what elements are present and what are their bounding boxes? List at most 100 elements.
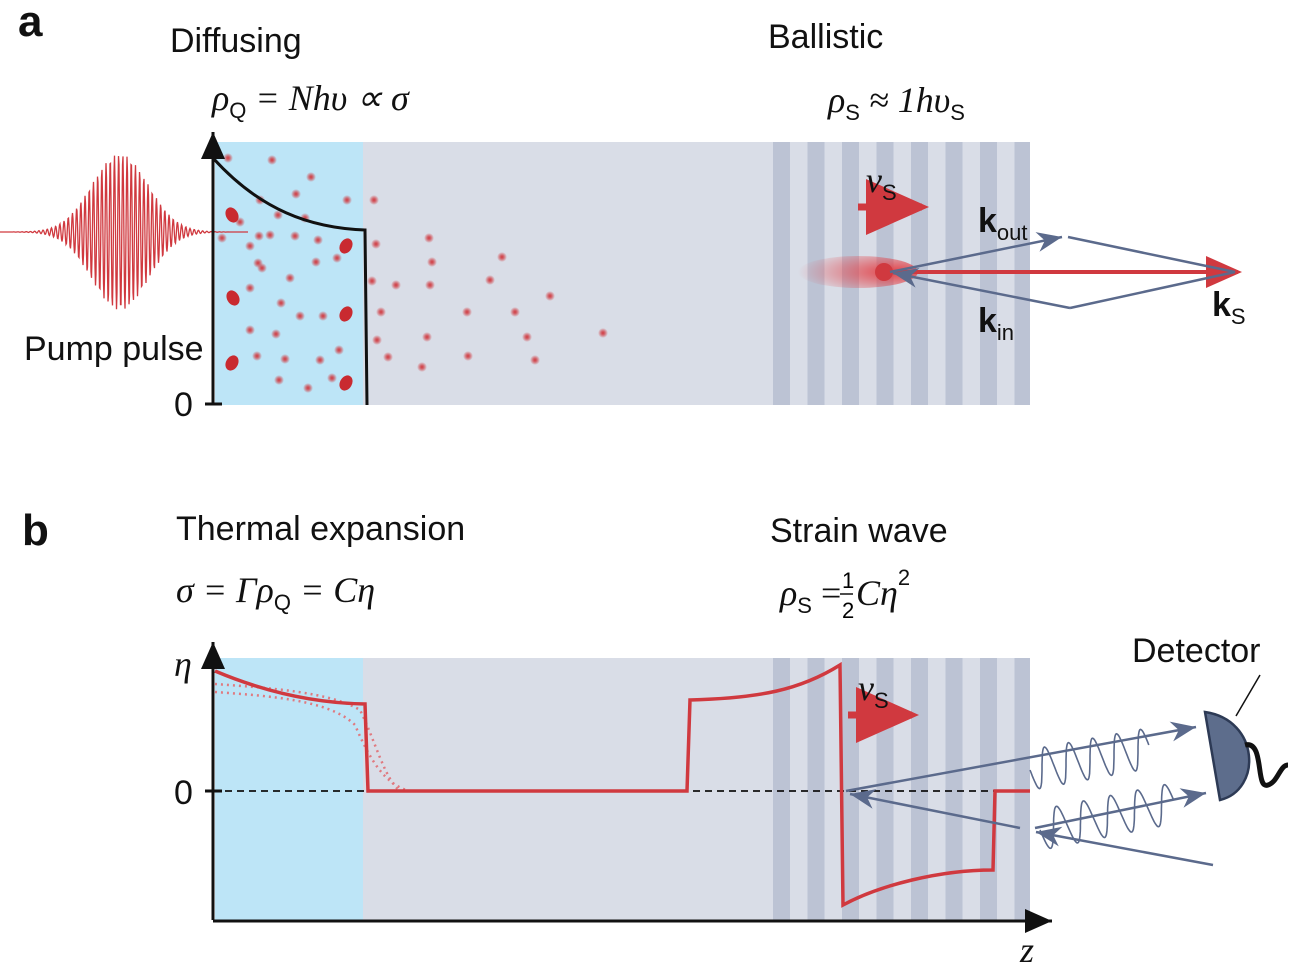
quasiparticle-dot <box>290 231 300 241</box>
zero-label-a: 0 <box>174 386 193 424</box>
quasiparticle-dot <box>280 354 290 364</box>
quasiparticle-dot <box>267 155 277 165</box>
detector-label: Detector <box>1132 632 1261 670</box>
quasiparticle-dot <box>376 307 386 317</box>
quasiparticle-dot <box>485 275 495 285</box>
quasiparticle-dot <box>510 307 520 317</box>
quasiparticle-dot <box>422 332 432 342</box>
diffusing-title: Diffusing <box>170 22 302 60</box>
quasiparticle-dot <box>369 195 379 205</box>
quasiparticle-dot <box>313 235 323 245</box>
quasiparticle-dot <box>332 253 342 263</box>
k-s-side-bottom <box>1069 270 1236 310</box>
pump-pulse-waveform <box>0 155 248 310</box>
wave-packet-head <box>875 263 893 281</box>
thermal-title: Thermal expansion <box>176 510 465 548</box>
k-in-arrow <box>892 268 1071 310</box>
panel-b-label: b <box>22 506 49 555</box>
scattered-wave-2 <box>1039 783 1175 850</box>
quasiparticle-dots <box>217 153 608 393</box>
quasiparticle-dot <box>303 383 313 393</box>
quasiparticle-dot <box>334 345 344 355</box>
quasiparticle-dot <box>497 252 507 262</box>
quasiparticle-dot <box>327 373 337 383</box>
svg-text:2: 2 <box>842 598 854 623</box>
strain-profile <box>214 661 1030 908</box>
quasiparticle-dot <box>285 273 295 283</box>
svg-text:1: 1 <box>842 568 854 593</box>
k-s-label: kS <box>1212 286 1246 329</box>
k-out-label: kout <box>978 202 1028 245</box>
ballistic-title: Ballistic <box>768 18 883 56</box>
quasiparticle-dot <box>254 231 264 241</box>
quasiparticle-dot <box>545 291 555 301</box>
svg-text:ρS =: ρS = <box>779 573 841 618</box>
panel-a: a Diffusing ρQ = Nhυ ∝ σ Ballistic ρS ≈ … <box>0 0 1246 424</box>
stripe <box>773 658 790 920</box>
quasiparticle-dot <box>295 311 305 321</box>
zero-label-b: 0 <box>174 774 193 812</box>
z-label: z <box>1019 930 1034 969</box>
quasiparticle-dot <box>276 298 286 308</box>
stripe <box>1014 658 1030 920</box>
scattered-wave-1 <box>1029 728 1150 790</box>
stripe <box>980 658 997 920</box>
quasiparticle-dot <box>427 257 437 267</box>
quasiparticle-dot <box>391 280 401 290</box>
strain-equation: ρS = 1 2 Cη2 <box>779 565 910 623</box>
quasiparticle-dot <box>367 276 377 286</box>
heated-film-region-b <box>215 658 363 920</box>
quasiparticle-dot <box>372 335 382 345</box>
phonon-particles <box>225 207 353 391</box>
quasiparticle-dot <box>253 258 263 268</box>
stripe <box>773 142 790 405</box>
quasiparticle-dot <box>223 153 233 163</box>
incident-beam-1 <box>849 789 1021 830</box>
quasiparticle-dot <box>217 233 227 243</box>
quasiparticle-dot <box>245 325 255 335</box>
quasiparticle-dot <box>311 257 321 267</box>
ballistic-equation: ρS ≈ 1hυS <box>827 80 965 125</box>
quasiparticle-dot <box>463 351 473 361</box>
quasiparticle-dot <box>252 351 262 361</box>
detector-leader <box>1235 674 1261 717</box>
panel-b: b Thermal expansion σ = ΓρQ = Cη Strain … <box>22 506 1289 969</box>
quasiparticle-dot <box>271 329 281 339</box>
quasiparticle-dot <box>530 355 540 365</box>
quasiparticle-dot <box>522 332 532 342</box>
detector: Detector <box>1132 632 1289 802</box>
detector-icon <box>1203 710 1251 802</box>
probe-beams <box>845 721 1214 867</box>
quasiparticle-dot <box>342 195 352 205</box>
k-out-arrow <box>889 232 1063 274</box>
substrate-region-b <box>363 658 1030 920</box>
k-in-label: kin <box>978 302 1014 345</box>
quasiparticle-dot <box>245 283 255 293</box>
stripe <box>945 658 963 920</box>
svg-text:Cη2: Cη2 <box>856 565 910 613</box>
quasiparticle-dot <box>462 307 472 317</box>
quasiparticle-dot <box>265 230 275 240</box>
quasiparticle-dot <box>291 189 301 199</box>
reflected-beam-2 <box>1034 788 1207 830</box>
energy-density-profile <box>211 156 369 406</box>
k-s-side-top <box>1067 235 1236 274</box>
signal-icon <box>1244 742 1289 788</box>
wavevector-diagram <box>889 232 1236 310</box>
quasiparticle-dot <box>417 362 427 372</box>
pump-pulse-label: Pump pulse <box>24 330 204 368</box>
quasiparticle-dot <box>274 375 284 385</box>
quasiparticle-dot <box>425 280 435 290</box>
quasiparticle-dot <box>273 210 283 220</box>
diffusing-equation: ρQ = Nhυ ∝ σ <box>211 78 410 123</box>
quasiparticle-dot <box>318 311 328 321</box>
quasiparticle-dot <box>424 233 434 243</box>
velocity-label-b: vS <box>858 668 889 713</box>
quasiparticle-dot <box>383 352 393 362</box>
quasiparticle-dot <box>315 355 325 365</box>
velocity-label-a: vS <box>866 160 897 205</box>
strain-title: Strain wave <box>770 512 948 550</box>
quasiparticle-dot <box>598 328 608 338</box>
incident-beam-2 <box>1035 826 1214 867</box>
